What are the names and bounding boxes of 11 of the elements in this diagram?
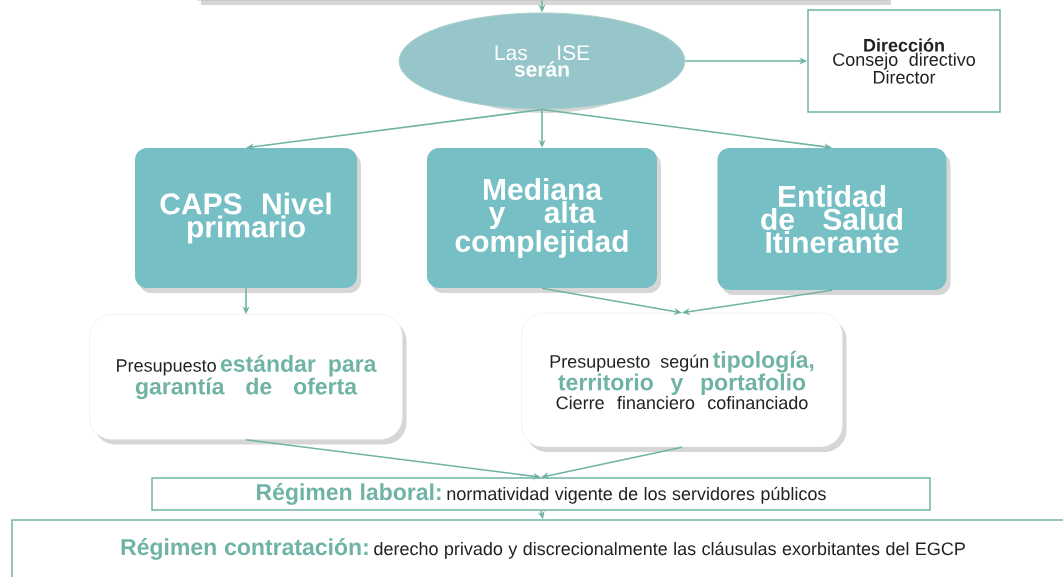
arrow — [541, 287, 682, 315]
category-box: Mediana y alta complejidad — [427, 148, 661, 293]
category-box: CAPS Nivel primario — [135, 148, 361, 293]
regime-box: Régimen contratación: derecho privado y discrecionalmente las cláusulas exorbitantes del EGCP — [11, 519, 1063, 577]
process-box — [196, 0, 891, 5]
arrow — [541, 446, 683, 480]
budget-card: Presupuesto estándar para garantía de oferta — [89, 314, 407, 445]
budget-card: Presupuesto según tipología, territorio y portafolio Cierre financiero cofinanciado — [521, 312, 847, 452]
regime-box: Régimen laboral: normatividad vigente de los servidores públicos — [151, 477, 931, 511]
info-box: Dirección Consejo directivo Director — [807, 9, 1001, 113]
category-box: Entidad de Salud Itinerante — [717, 148, 951, 295]
